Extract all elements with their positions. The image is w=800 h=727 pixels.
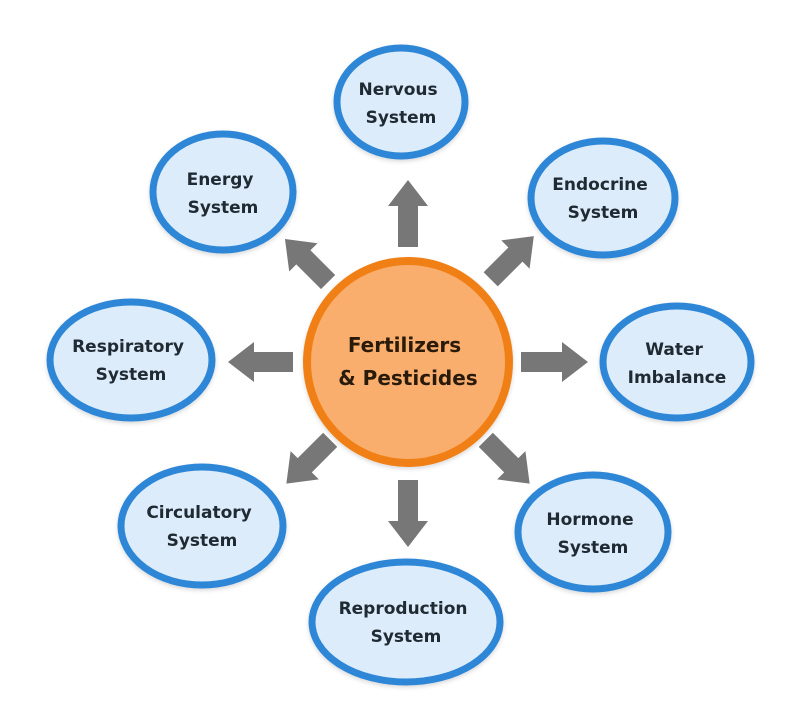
node-endocrine-label: Endocrine System bbox=[552, 175, 653, 223]
node-respiratory-shape bbox=[46, 298, 216, 422]
center-node: Fertilizers & Pesticides bbox=[303, 257, 513, 467]
node-respiratory: Respiratory System bbox=[46, 298, 216, 422]
node-energy-shape bbox=[149, 130, 297, 254]
node-reproduction: Reproduction System bbox=[308, 558, 504, 686]
node-water-imbalance-shape bbox=[599, 302, 755, 422]
node-reproduction-label: Reproduction System bbox=[339, 599, 474, 647]
node-nervous-shape bbox=[333, 44, 469, 160]
node-endocrine: Endocrine System bbox=[527, 137, 679, 259]
node-hormone-label: Hormone System bbox=[546, 510, 639, 558]
node-reproduction-shape bbox=[308, 558, 504, 686]
node-water-imbalance: Water Imbalance bbox=[599, 302, 755, 422]
arrow-to-water bbox=[521, 342, 588, 382]
arrow-to-reproduction bbox=[388, 480, 428, 547]
node-hormone-shape bbox=[514, 471, 672, 593]
node-endocrine-shape bbox=[527, 137, 679, 259]
node-water-imbalance-label: Water Imbalance bbox=[628, 340, 727, 388]
arrow-to-nervous bbox=[388, 180, 428, 247]
node-circulatory-shape bbox=[117, 463, 287, 589]
node-nervous: Nervous System bbox=[333, 44, 469, 160]
node-energy: Energy System bbox=[149, 130, 297, 254]
node-circulatory: Circulatory System bbox=[117, 463, 287, 589]
node-energy-label: Energy System bbox=[187, 170, 260, 218]
arrow-to-respiratory bbox=[228, 342, 293, 382]
arrow-to-energy bbox=[284, 238, 336, 290]
node-hormone: Hormone System bbox=[514, 471, 672, 593]
center-node-shape bbox=[303, 257, 513, 467]
node-nervous-label: Nervous System bbox=[358, 80, 443, 128]
arrows-group bbox=[228, 180, 588, 547]
node-respiratory-label: Respiratory System bbox=[72, 337, 190, 385]
center-node-label: Fertilizers & Pesticides bbox=[338, 333, 477, 390]
node-circulatory-label: Circulatory System bbox=[146, 503, 257, 551]
arrow-to-circulatory bbox=[286, 432, 338, 484]
arrow-to-endocrine bbox=[483, 236, 534, 287]
arrow-to-hormone bbox=[478, 432, 530, 484]
